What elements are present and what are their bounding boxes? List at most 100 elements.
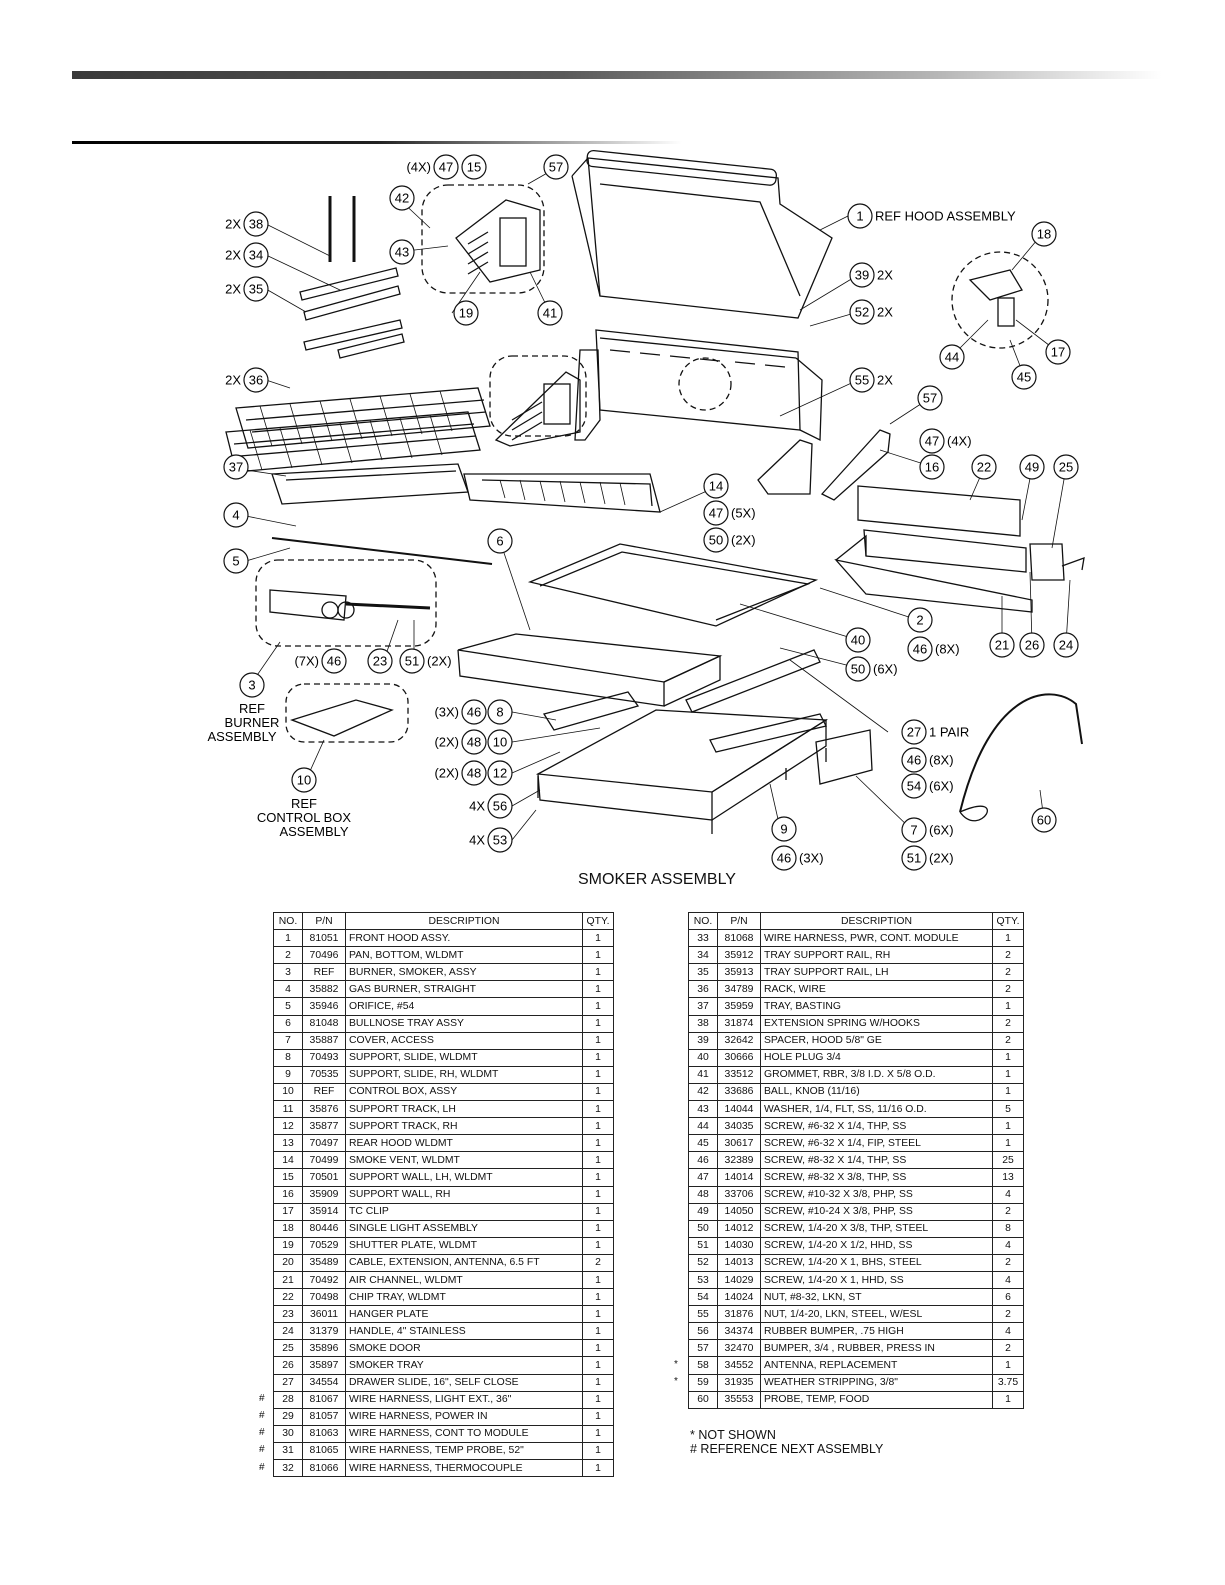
header-rule	[72, 71, 1162, 79]
part-number-cell: 48	[688, 1185, 718, 1204]
qty-cell: 1	[582, 1185, 614, 1204]
part-number-cell: 1	[273, 929, 303, 948]
part-number-cell: 9	[273, 1065, 303, 1084]
pn-cell: 31379	[302, 1322, 346, 1341]
pn-cell: 70501	[302, 1168, 346, 1187]
qty-cell: 2	[992, 946, 1024, 965]
description-cell: BULLNOSE TRAY ASSY	[345, 1014, 583, 1033]
description-cell: GROMMET, RBR, 3/8 I.D. X 5/8 O.D.	[760, 1065, 993, 1084]
pn-cell: 33512	[717, 1065, 761, 1084]
description-cell: TRAY, BASTING	[760, 997, 993, 1016]
callout-number: 57	[549, 160, 563, 175]
callout-circle	[243, 276, 269, 302]
callout-24: 24	[1053, 632, 1079, 658]
description-cell: WIRE HARNESS, CONT TO MODULE	[345, 1424, 583, 1443]
qty-cell: 6	[992, 1288, 1024, 1307]
callout-label: BURNER	[225, 715, 280, 730]
callout-number: 10	[297, 773, 311, 788]
description-cell: SPACER, HOOD 5/8" GE	[760, 1031, 993, 1050]
callout-number: 55	[855, 373, 869, 388]
callout-circle	[461, 729, 487, 755]
callout-label: (6X)	[929, 779, 954, 794]
description-cell: SUPPORT TRACK, RH	[345, 1117, 583, 1136]
part-number-cell: 19	[273, 1236, 303, 1255]
pn-cell: 14014	[717, 1168, 761, 1187]
callout-8: 8	[487, 699, 513, 725]
qty-cell: 1	[582, 1373, 614, 1392]
description-cell: TRAY SUPPORT RAIL, LH	[760, 963, 993, 982]
callout-number: 46	[913, 642, 927, 657]
description-cell: SUPPORT TRACK, LH	[345, 1100, 583, 1119]
callout-6: 6	[487, 528, 513, 554]
part-number-cell: 53	[688, 1270, 718, 1290]
part-number-cell: 26	[273, 1356, 303, 1375]
description-cell: SCREW, #8-32 X 1/4, THP, SS	[760, 1151, 993, 1170]
qty-cell: 4	[992, 1185, 1024, 1204]
callout-circle	[845, 656, 871, 682]
qty-cell: 1	[582, 963, 614, 982]
pn-cell: 34554	[302, 1373, 346, 1392]
callout-circle	[901, 845, 927, 871]
qty-cell: 1	[582, 1202, 614, 1221]
qty-cell: 2	[992, 963, 1024, 982]
callout-46: 46(3X)	[434, 699, 487, 725]
callout-label: (6X)	[873, 662, 898, 677]
part-number-cell: 51	[688, 1236, 718, 1255]
description-cell: RUBBER BUMPER, .75 HIGH	[760, 1322, 993, 1341]
callout-circle	[453, 300, 479, 326]
callout-48: 48(2X)	[434, 760, 487, 786]
part-number-cell: 52	[688, 1253, 718, 1272]
callout-15: 15	[461, 154, 487, 180]
part-number-cell: 34	[688, 946, 718, 965]
qty-cell: 1	[582, 1236, 614, 1255]
header-pn: P/N	[302, 911, 346, 931]
callout-label: 2X	[225, 217, 241, 232]
description-cell: TRAY SUPPORT RAIL, RH	[760, 946, 993, 965]
part-number-cell: 54	[688, 1288, 718, 1307]
description-cell: HANDLE, 4" STAINLESS	[345, 1322, 583, 1341]
description-cell: SCREW, #8-32 X 3/8, THP, SS	[760, 1168, 993, 1187]
part-number-cell: 22	[273, 1288, 303, 1307]
pn-cell: 35489	[302, 1253, 346, 1272]
qty-cell: 1	[582, 1219, 614, 1238]
header-no: NO.	[688, 911, 718, 931]
callout-label: (3X)	[799, 851, 824, 866]
description-cell: TC CLIP	[345, 1202, 583, 1221]
callout-label: (8X)	[935, 642, 960, 657]
pn-cell: 70496	[302, 946, 346, 965]
part-number-cell: 55	[688, 1305, 718, 1324]
header-pn: P/N	[717, 911, 761, 931]
row-mark: #	[259, 1410, 265, 1422]
qty-cell: 1	[582, 1151, 614, 1170]
callout-14: 14	[703, 473, 729, 499]
description-cell: WIRE HARNESS, PWR, CONT. MODULE	[760, 929, 993, 948]
callout-47: 47(4X)	[406, 154, 459, 180]
part-number-cell: 47	[688, 1168, 718, 1187]
pn-cell: REF	[302, 963, 346, 982]
pn-cell: 32642	[717, 1031, 761, 1050]
row-mark: *	[674, 1358, 678, 1370]
callout-48: 48(2X)	[434, 729, 487, 755]
callout-number: 60	[1037, 813, 1051, 828]
callout-42: 42	[389, 185, 415, 211]
callout-circle	[487, 793, 513, 819]
callout-circle	[771, 816, 797, 842]
callout-number: 3	[248, 678, 255, 693]
pn-cell: 70498	[302, 1288, 346, 1307]
part-number-cell: 31	[273, 1441, 303, 1461]
